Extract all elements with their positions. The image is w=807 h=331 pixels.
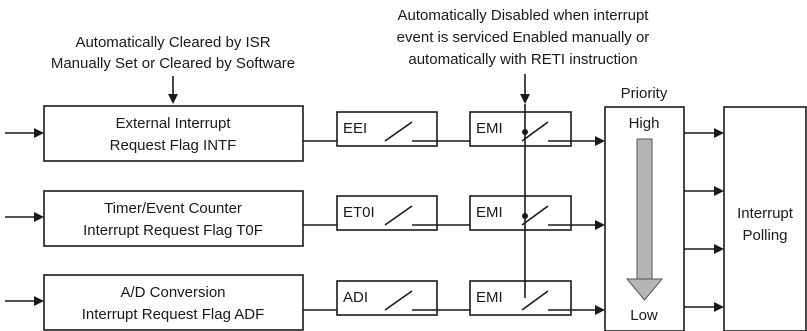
priority-input-arrowhead xyxy=(595,220,605,230)
priority-input-arrowhead xyxy=(595,136,605,146)
source-row-t0f: Timer/Event Counter Interrupt Request Fl… xyxy=(5,190,605,247)
request-flag-label-line1: External Interrupt xyxy=(115,115,231,132)
emi-note-line1: Automatically Disabled when interrupt xyxy=(398,7,650,24)
enable-switch-label: ADI xyxy=(343,289,368,306)
priority-title: Priority xyxy=(621,85,668,102)
emi-note-line3: automatically with RETI instruction xyxy=(408,51,637,68)
request-flag-label-line1: Timer/Event Counter xyxy=(104,200,242,217)
interrupt-polling-box xyxy=(723,106,807,331)
switch-icon xyxy=(384,121,413,142)
switch-icon xyxy=(384,205,413,226)
priority-low-label: Low xyxy=(630,307,658,324)
source-row-intf: External Interrupt Request Flag INTF EEI… xyxy=(5,105,605,162)
master-switch-label: EMI xyxy=(476,289,503,306)
request-flag-label-line2: Request Flag INTF xyxy=(110,137,237,154)
priority-high-label: High xyxy=(629,115,660,132)
junction-dot xyxy=(522,129,528,135)
priority-direction-arrow xyxy=(625,138,664,301)
isr-note-line1: Automatically Cleared by ISR xyxy=(75,34,270,51)
interrupt-polling-label-line2: Polling xyxy=(742,227,787,244)
emi-note-line2: event is serviced Enabled manually or xyxy=(397,29,650,46)
emi-control-line xyxy=(522,104,528,298)
request-flag-box xyxy=(43,274,304,331)
priority-input-arrowhead xyxy=(595,305,605,315)
enable-switch-label: ET0I xyxy=(343,204,375,221)
switch-icon xyxy=(521,121,549,142)
request-flag-label-line2: Interrupt Request Flag ADF xyxy=(82,306,265,323)
junction-dot xyxy=(522,213,528,219)
priority-to-polling-arrows xyxy=(684,128,724,312)
isr-note-line2: Manually Set or Cleared by Software xyxy=(51,55,295,72)
master-switch-label: EMI xyxy=(476,204,503,221)
enable-switch-label: EEI xyxy=(343,120,367,137)
switch-icon xyxy=(384,290,413,311)
input-arrow xyxy=(5,212,44,222)
input-arrow xyxy=(5,128,44,138)
source-row-adf: A/D Conversion Interrupt Request Flag AD… xyxy=(5,274,605,331)
request-flag-box xyxy=(43,190,304,247)
master-switch-label: EMI xyxy=(476,120,503,137)
isr-note-arrow xyxy=(168,76,178,104)
interrupt-polling-label-line1: Interrupt xyxy=(737,205,794,222)
request-flag-box xyxy=(43,105,304,162)
switch-icon xyxy=(521,290,549,311)
request-flag-label-line2: Interrupt Request Flag T0F xyxy=(83,222,263,239)
emi-note-arrow xyxy=(520,74,530,104)
input-arrow xyxy=(5,296,44,306)
switch-icon xyxy=(521,205,549,226)
request-flag-label-line1: A/D Conversion xyxy=(120,284,225,301)
